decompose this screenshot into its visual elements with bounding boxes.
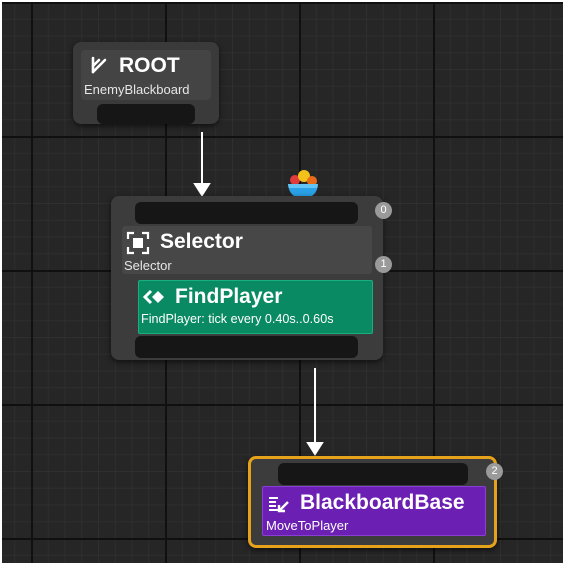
selector-output-pin[interactable]: [135, 336, 358, 358]
task-header: BlackboardBase MoveToPlayer: [262, 486, 486, 536]
selector-subtitle: Selector: [124, 258, 172, 273]
task-input-pin[interactable]: [278, 463, 468, 485]
findplayer-subtitle: FindPlayer: tick every 0.40s..0.60s: [141, 312, 334, 326]
selector-node[interactable]: 0 Selector Selector 1: [111, 196, 392, 360]
composite-bowl-icon: [284, 167, 322, 205]
selector-title: Selector: [160, 230, 243, 253]
service-icon: [142, 287, 166, 307]
task-subtitle: MoveToPlayer: [266, 518, 349, 533]
selector-input-pin[interactable]: [135, 202, 358, 224]
selector-index-badge: 1: [375, 256, 392, 273]
selector-top-badge: 0: [375, 202, 392, 219]
root-node-subtitle: EnemyBlackboard: [84, 82, 190, 97]
findplayer-service[interactable]: FindPlayer FindPlayer: tick every 0.40s.…: [138, 280, 373, 334]
wire-selector-to-task-arrowhead: [306, 442, 324, 456]
blackboardbase-task-node[interactable]: 2 BlackboardBase MoveToPlayer: [248, 456, 503, 548]
root-tree-icon: [89, 55, 109, 75]
task-icon: [267, 495, 291, 515]
root-node-title: ROOT: [119, 54, 180, 77]
findplayer-title: FindPlayer: [175, 285, 283, 308]
root-node-header: [81, 50, 211, 100]
task-top-badge: 2: [486, 463, 503, 480]
selector-header: [122, 226, 372, 274]
root-node[interactable]: ROOT EnemyBlackboard: [73, 42, 219, 124]
root-output-pin[interactable]: [97, 104, 195, 124]
wire-root-to-selector-arrowhead: [193, 183, 211, 197]
task-title: BlackboardBase: [300, 491, 465, 514]
selector-icon: [126, 231, 150, 255]
